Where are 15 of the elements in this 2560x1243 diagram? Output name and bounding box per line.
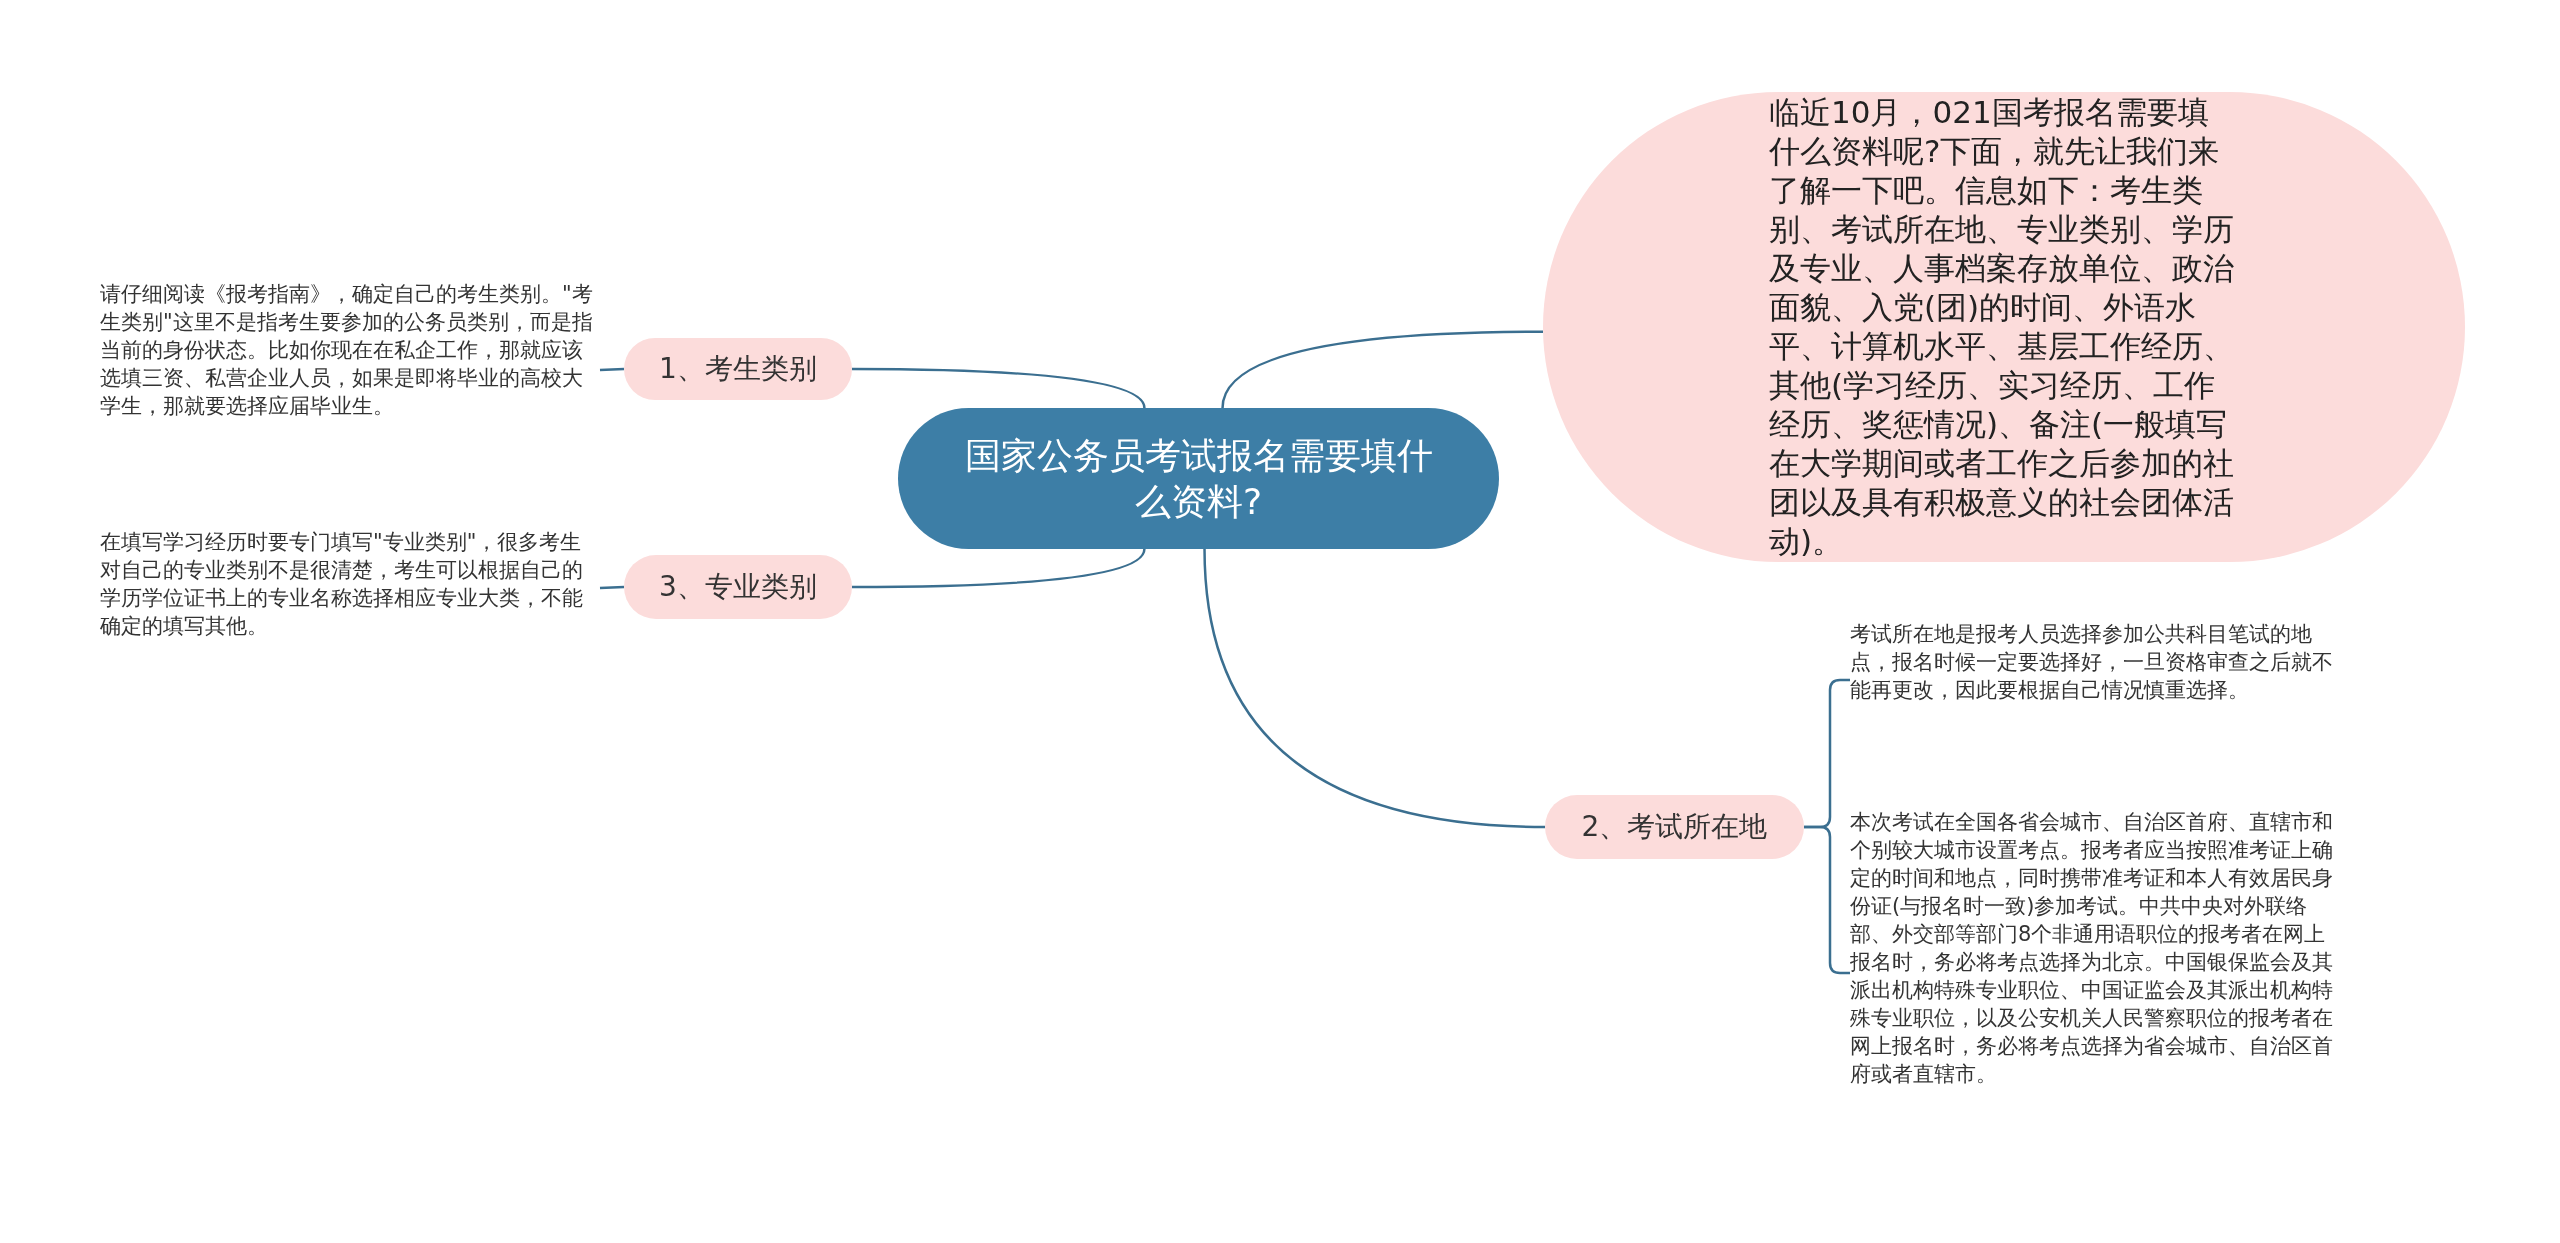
note-text: 请仔细阅读《报考指南》，确定自己的考生类别。"考生类别"这里不是指考生要参加的公务员类别，而是指当前的身份状态。比如你现在在私企工作，那就应该选填三资、私营企业人员，如果是即将毕业的高校大学生，那就要选择应届毕业生。 (100, 280, 600, 460)
topic-pill: 2、考试所在地 (1545, 795, 1804, 859)
connector-line (1203, 548, 1546, 829)
connector-line (1221, 330, 1543, 409)
note-text: 考试所在地是报考人员选择参加公共科目笔试的地点，报名时候一定要选择好，一旦资格审查之后就不能再更改，因此要根据自己情况慎重选择。 (1850, 620, 2340, 740)
topic-pill: 3、专业类别 (624, 555, 852, 619)
connector-line (852, 367, 1146, 409)
note-text: 在填写学习经历时要专门填写"专业类别"，很多考生对自己的专业类别不是很清楚，考生可以根据自己的学历学位证书上的专业名称选择相应专业大类，不能确定的填写其他。 (100, 528, 600, 648)
summary-bubble: 临近10月，021国考报名需要填什么资料呢?下面，就先让我们来了解一下吧。信息如下：考生类别、考试所在地、专业类别、学历及专业、人事档案存放单位、政治面貌、入党(团)的时间、外语水平、计算机水平、基层工作经历、其他(学习经历、实习经历、工作经历、奖惩情况)、备注(一般填写在大学期间或者工作之后参加的社团以及具有积极意义的社会团体活动)。 (1543, 92, 2465, 562)
note-text: 本次考试在全国各省会城市、自治区首府、直辖市和个别较大城市设置考点。报考者应当按照准考证上确定的时间和地点，同时携带准考证和本人有效居民身份证(与报名时一致)参加考试。中共中央对外联络部、外交部等部门8个非通用语职位的报考者在网上报名时，务必将考点选择为北京。中国银保监会及其派出机构特殊专业职位、中国证监会及其派出机构特殊专业职位，以及公安机关人民警察职位的报考者在网上报名时，务必将考点选择为省会城市、自治区首府或者直辖市。 (1850, 808, 2340, 1138)
topic-pill: 1、考生类别 (624, 338, 852, 400)
central-topic: 国家公务员考试报名需要填什么资料? (898, 408, 1499, 549)
connector-line (852, 548, 1146, 589)
connector-line (599, 367, 625, 372)
connector-line (599, 585, 625, 590)
